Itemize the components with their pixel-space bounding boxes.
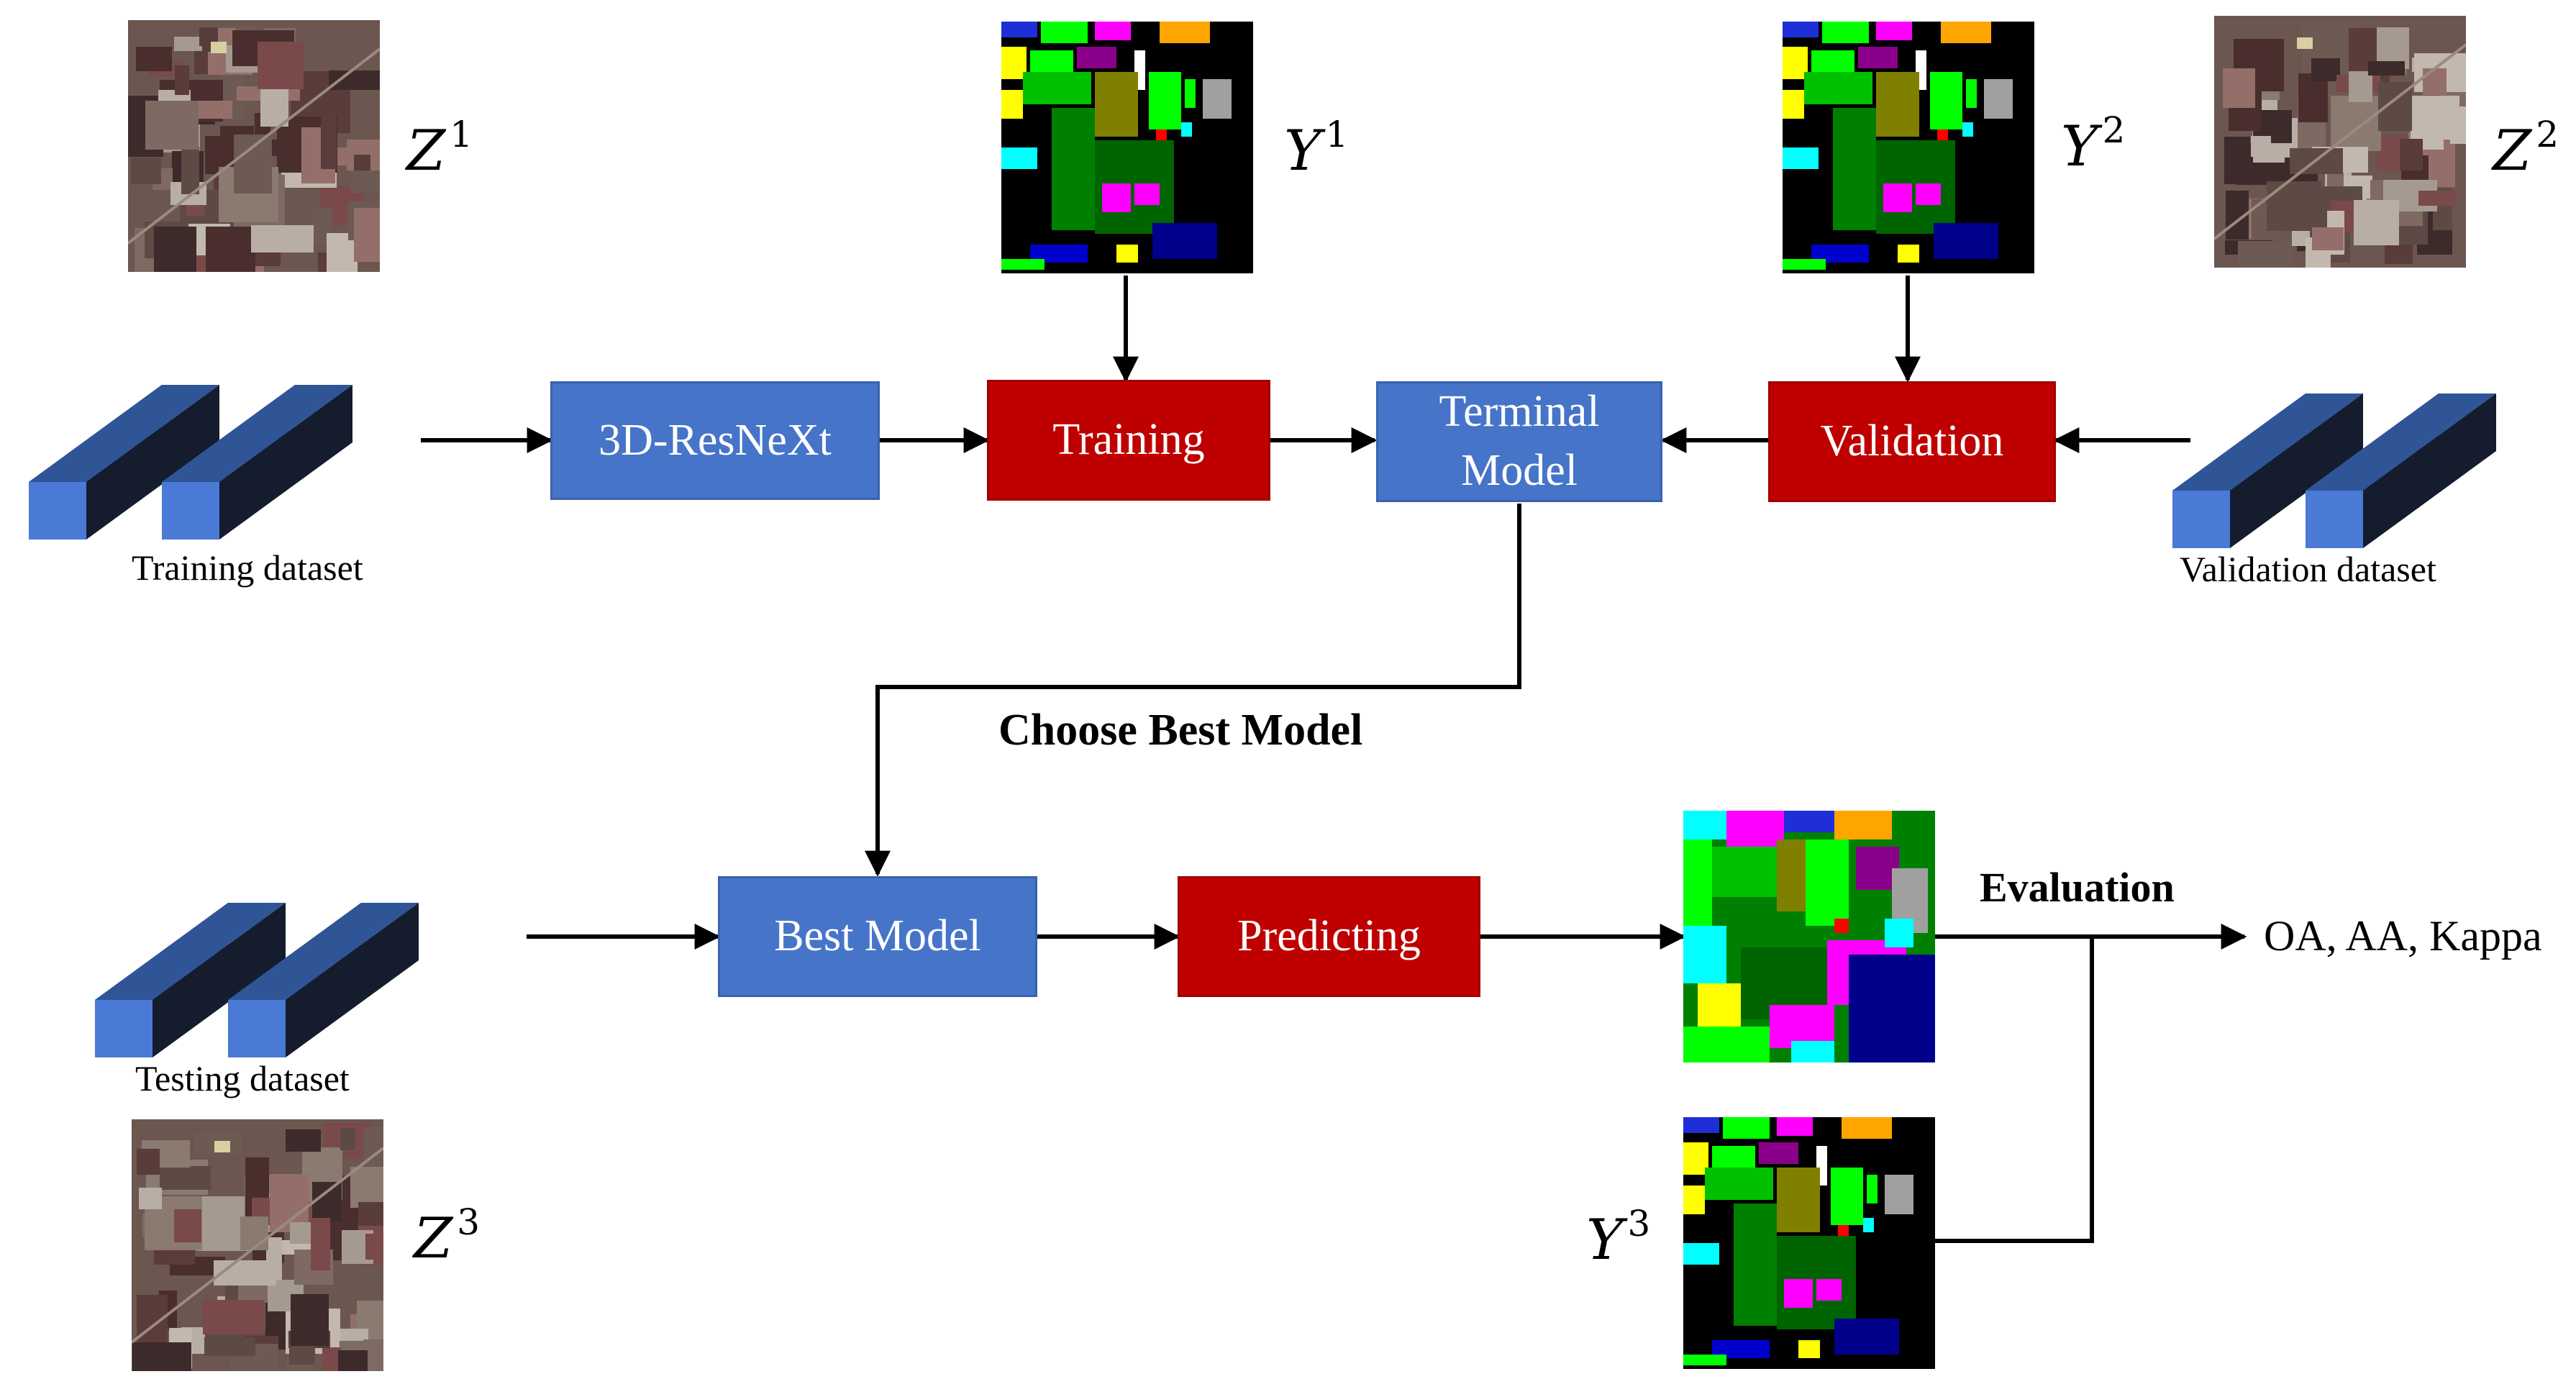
- testing-dataset-icon: [95, 849, 469, 1057]
- predicting-node: Predicting: [1178, 876, 1480, 997]
- predicted-map-icon: [1683, 811, 1935, 1062]
- choose-best-model-label: Choose Best Model: [998, 706, 1363, 755]
- best-model-node: Best Model: [718, 876, 1037, 997]
- testing-dataset-label: Testing dataset: [135, 1058, 350, 1098]
- metrics-label: OA, AA, Kappa: [2264, 912, 2542, 960]
- ground-truth-map-y2-icon: [1783, 22, 2034, 273]
- validation-node: Validation: [1768, 381, 2056, 502]
- training-dataset-icon: [29, 331, 403, 540]
- training-dataset-label: Training dataset: [132, 547, 363, 588]
- satellite-image-z3-icon: [132, 1119, 383, 1371]
- resnext-node: 3D-ResNeXt: [550, 381, 880, 500]
- terminal-model-node: Terminal Model: [1376, 381, 1662, 502]
- satellite-image-z1-icon: [128, 20, 380, 272]
- satellite-image-z2-icon: [2214, 16, 2466, 268]
- line-y3-to-evaluation: [1935, 937, 2094, 1243]
- ground-truth-map-y1-icon: [1001, 22, 1253, 273]
- arrow-terminal-to-best: [865, 504, 1521, 877]
- evaluation-label: Evaluation: [1980, 864, 2175, 911]
- ground-truth-map-y3-icon: [1683, 1117, 1935, 1369]
- validation-dataset-icon: [2172, 340, 2547, 548]
- training-node: Training: [987, 380, 1270, 501]
- validation-dataset-label: Validation dataset: [2180, 549, 2436, 589]
